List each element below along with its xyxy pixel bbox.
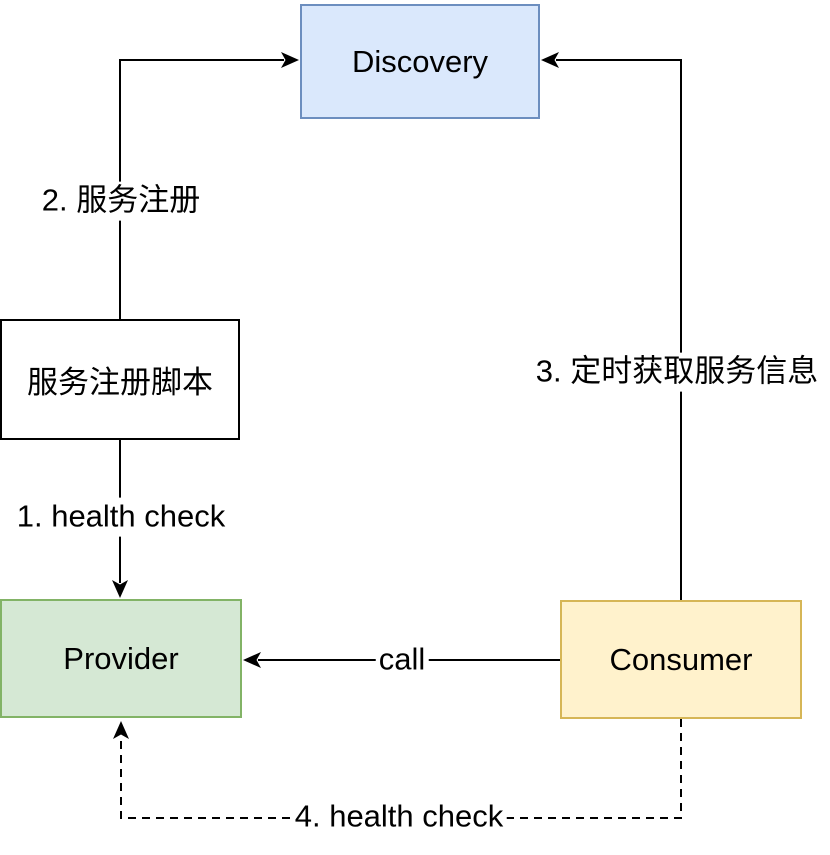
edge-health1-arrowhead xyxy=(112,580,128,598)
node-discovery-label: Discovery xyxy=(351,43,489,79)
node-registration-script-label: 服务注册脚本 xyxy=(27,365,213,400)
edge-label-health-check-1: 1. health check xyxy=(13,497,229,537)
node-consumer: Consumer xyxy=(560,600,802,719)
edge-label-call: call xyxy=(375,640,429,680)
edge-register-line xyxy=(119,59,284,319)
node-discovery: Discovery xyxy=(300,4,540,119)
edge-call-arrowhead xyxy=(243,652,261,668)
edge-health4-arrowhead xyxy=(113,721,129,739)
node-consumer-label: Consumer xyxy=(609,641,753,677)
node-provider: Provider xyxy=(0,599,242,718)
edge-label-health-check-4: 4. health check xyxy=(291,797,507,837)
node-provider-label: Provider xyxy=(63,640,179,676)
node-registration-script: 服务注册脚本 xyxy=(0,319,240,440)
edge-fetch-line xyxy=(556,59,682,600)
edge-label-register: 2. 服务注册 xyxy=(38,181,204,221)
edge-register-arrowhead xyxy=(281,52,299,68)
edge-fetch-arrowhead xyxy=(541,52,559,68)
edge-label-fetch: 3. 定时获取服务信息 xyxy=(532,352,822,392)
